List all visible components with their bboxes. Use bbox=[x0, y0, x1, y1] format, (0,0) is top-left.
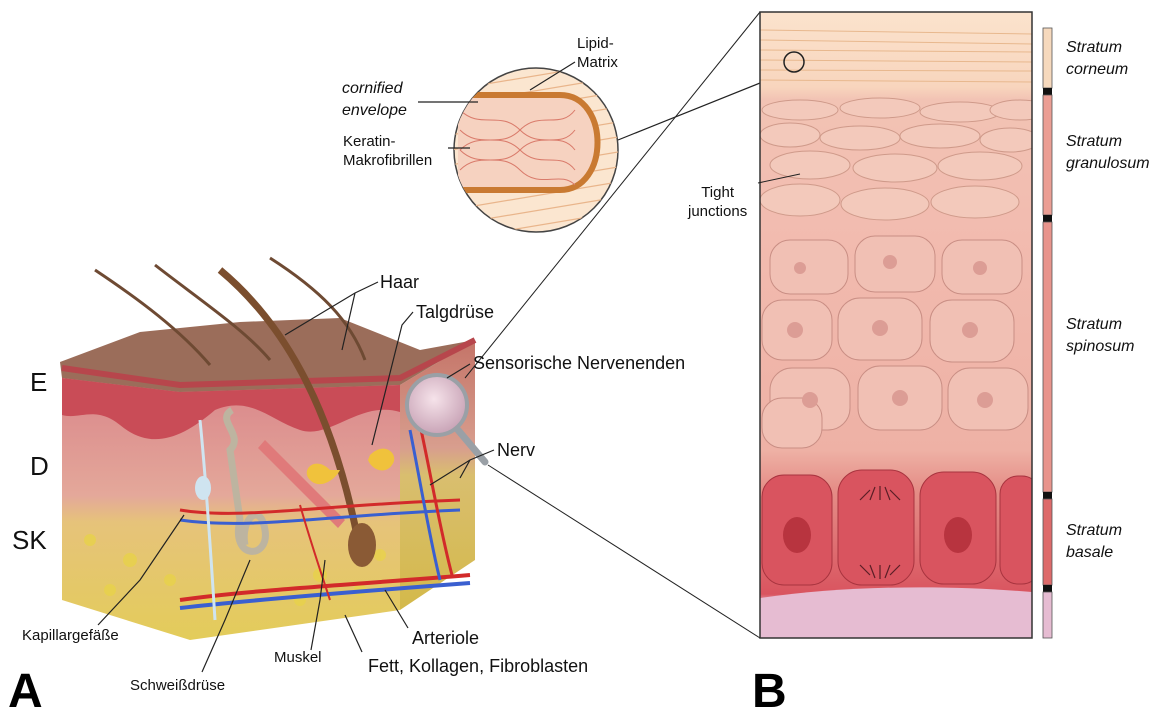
label-nerve: Nerv bbox=[497, 440, 535, 460]
label-stratum-corneum: Stratum corneum bbox=[1066, 37, 1128, 81]
panel-letter-a: A bbox=[8, 668, 43, 716]
layer-label-dermis: D bbox=[30, 452, 49, 480]
label-muscle: Muskel bbox=[274, 648, 322, 667]
label-capillaries: Kapillargefäße bbox=[22, 626, 119, 645]
label-hair: Haar bbox=[380, 272, 419, 292]
scale-corneum bbox=[1043, 28, 1052, 88]
scale-spinosum bbox=[1043, 222, 1052, 492]
layer-label-epidermis: E bbox=[30, 368, 47, 396]
label-stratum-spinosum: Stratum spinosum bbox=[1066, 314, 1134, 358]
scale-basement bbox=[1043, 592, 1052, 638]
label-fat-collagen-fibroblasts: Fett, Kollagen, Fibroblasten bbox=[368, 656, 588, 676]
layer-label-subcutis: SK bbox=[12, 526, 47, 554]
scale-basale bbox=[1043, 499, 1052, 585]
label-arteriole: Arteriole bbox=[412, 628, 479, 648]
label-sebaceous-gland: Talgdrüse bbox=[416, 302, 494, 322]
epidermis-cross-section bbox=[758, 12, 1050, 638]
label-stratum-granulosum: Stratum granulosum bbox=[1066, 131, 1150, 175]
panel-letter-b: B bbox=[752, 668, 787, 716]
strata-scale-bar bbox=[1043, 28, 1052, 638]
zoom-line-bottom bbox=[488, 465, 760, 638]
label-sweat-gland: Schweißdrüse bbox=[130, 676, 225, 695]
scale-granulosum bbox=[1043, 95, 1052, 215]
label-sensory-nerve-endings: Sensorische Nervenenden bbox=[473, 353, 685, 373]
label-tight-junctions: Tight junctions bbox=[688, 183, 747, 221]
label-lipid-matrix: Lipid- Matrix bbox=[577, 34, 618, 72]
label-keratin-macrofibrils: Keratin- Makrofibrillen bbox=[343, 132, 432, 170]
label-cornified-envelope: cornified envelope bbox=[342, 78, 407, 122]
label-stratum-basale: Stratum basale bbox=[1066, 520, 1122, 564]
